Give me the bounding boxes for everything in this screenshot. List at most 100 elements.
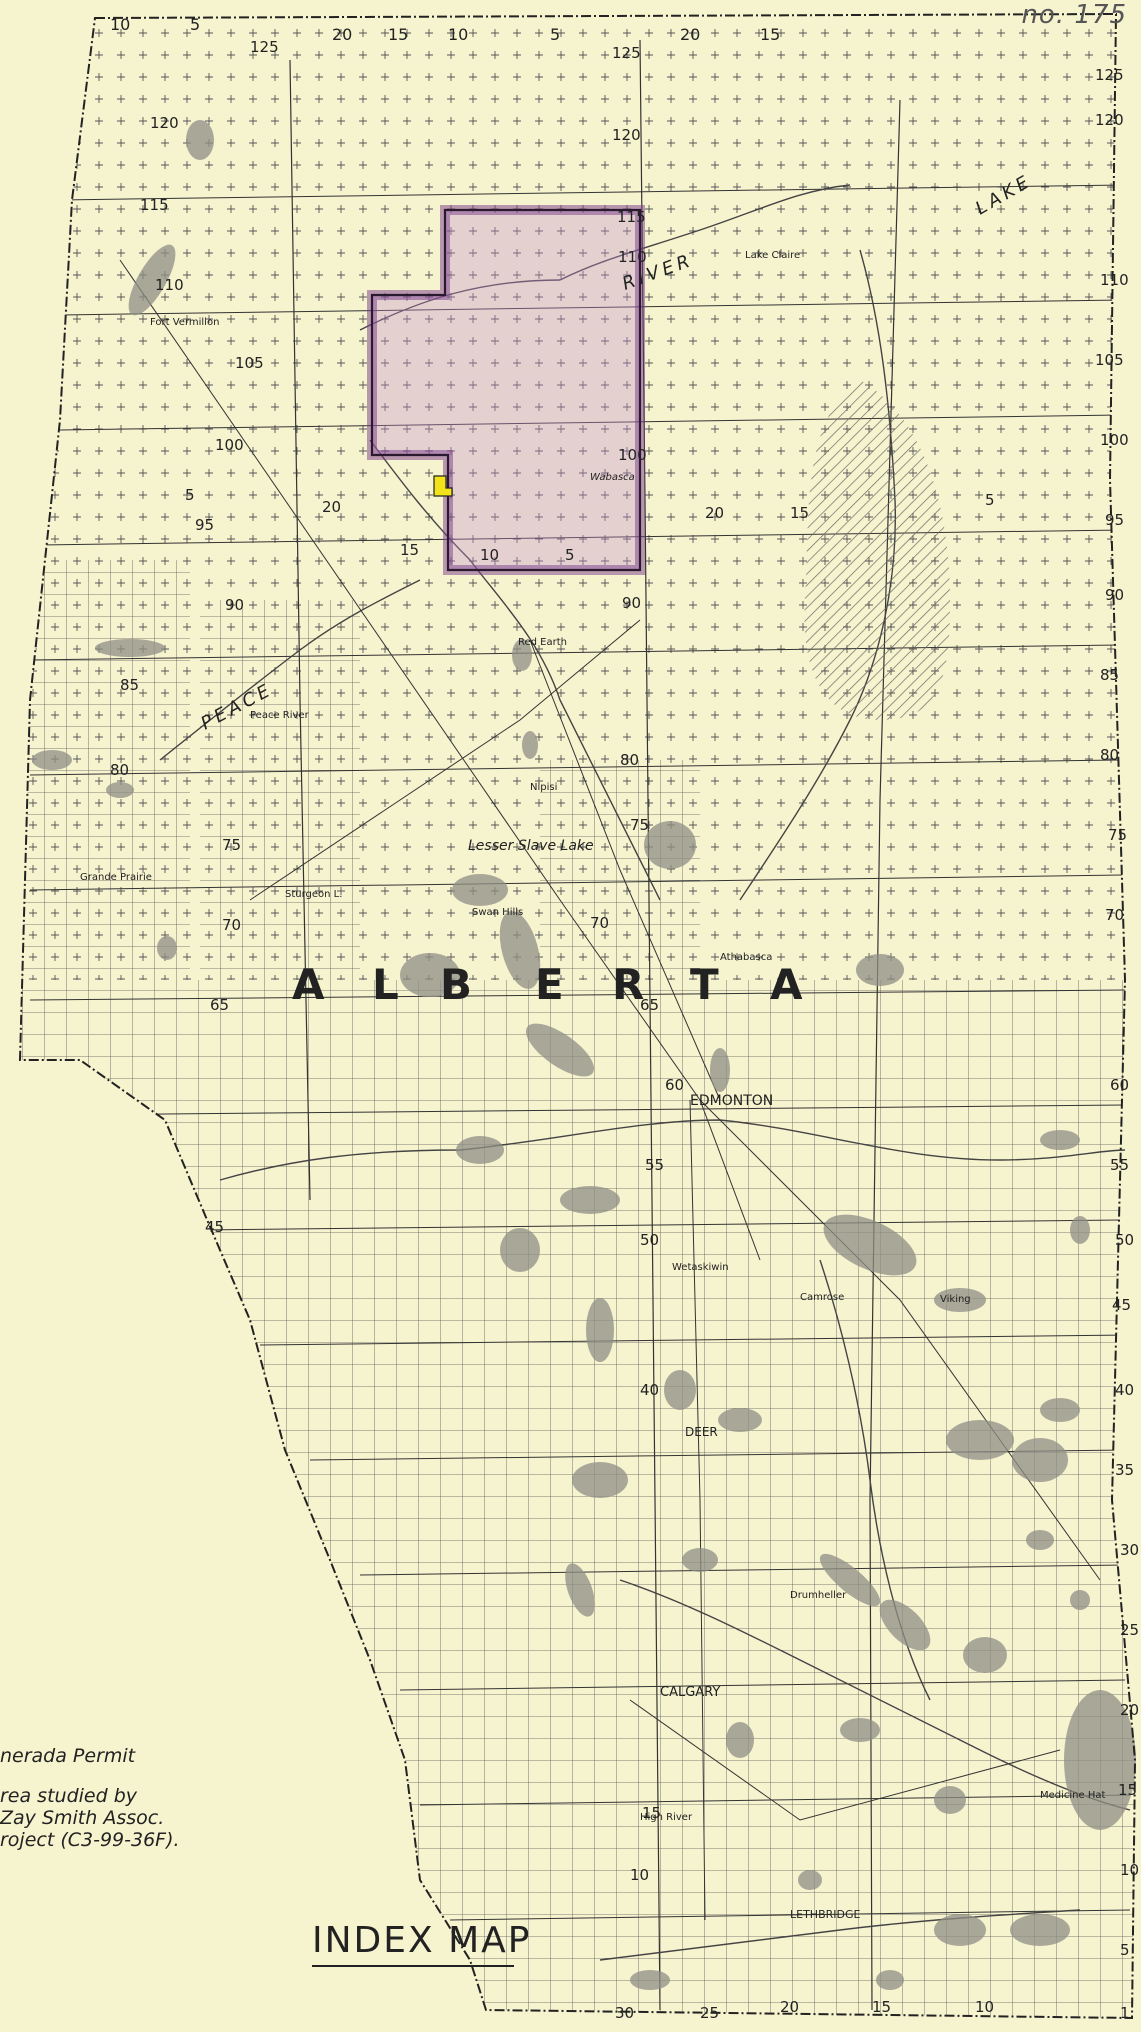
province-letter: R xyxy=(612,960,645,1009)
township-label: 65 xyxy=(640,996,659,1014)
township-label: 120 xyxy=(150,114,179,132)
township-label: 105 xyxy=(235,354,264,372)
province-letter: L xyxy=(372,960,399,1009)
swan-hills-label: Swan Hills xyxy=(472,907,523,918)
bottom-range-label: 15 xyxy=(872,1998,891,2016)
top-range-label: 125 xyxy=(612,44,641,62)
township-label: 15 xyxy=(1118,1781,1137,1799)
rail-nipisi xyxy=(529,639,721,1101)
medicine-hat-label: Medicine Hat xyxy=(1040,1790,1105,1801)
legend-permit: nerada Permit xyxy=(0,1745,136,1767)
township-label: 40 xyxy=(1115,1381,1134,1399)
township-label: 115 xyxy=(140,196,169,214)
top-range-label: 5 xyxy=(550,25,560,44)
drumheller-label: Drumheller xyxy=(790,1590,847,1601)
map-labels: 10 5 125 20 15 10 5 125 20 15 125 120 12… xyxy=(80,15,1139,2022)
nipisi-label: Nipisi xyxy=(530,782,557,793)
rail-northwest xyxy=(119,259,761,1261)
township-label: 85 xyxy=(120,676,139,694)
township-label: 45 xyxy=(205,1218,224,1236)
township-label: 75 xyxy=(222,836,241,854)
township-label: 105 xyxy=(1095,351,1124,369)
legend-study-line2: Zay Smith Assoc. xyxy=(0,1807,165,1829)
red-earth-label: Red Earth xyxy=(518,637,567,648)
range-label: 20 xyxy=(322,498,341,516)
top-range-label: 20 xyxy=(332,25,352,44)
province-border xyxy=(18,12,1137,2020)
grid-patch-peace xyxy=(20,560,190,980)
township-label: 10 xyxy=(630,1866,649,1884)
athabasca-label: Athabasca xyxy=(720,952,772,963)
township-label: 100 xyxy=(1100,431,1129,449)
rail-calgary-medhat xyxy=(629,1699,1061,1821)
fort-vermilion-label: Fort Vermilion xyxy=(150,317,219,328)
legend-study-line1: rea studied by xyxy=(0,1785,138,1807)
province-letter: A xyxy=(770,960,803,1009)
top-range-label: 15 xyxy=(760,25,780,44)
township-label: 80 xyxy=(110,761,129,779)
township-label: 95 xyxy=(1105,511,1124,529)
township-label: 110 xyxy=(155,276,184,294)
lesser-slave-lake-label: Lesser Slave Lake xyxy=(468,838,594,854)
calgary-label: CALGARY xyxy=(660,1685,720,1700)
township-label: 100 xyxy=(215,436,244,454)
edmonton-label: EDMONTON xyxy=(690,1093,773,1109)
bottom-range-label: 1 xyxy=(1120,2004,1130,2022)
deer-label: DEER xyxy=(685,1425,718,1439)
camrose-label: Camrose xyxy=(800,1292,844,1303)
province-letter: B xyxy=(440,960,473,1009)
township-label: 55 xyxy=(645,1156,664,1174)
legend-study-line3: roject (C3-99-36F). xyxy=(0,1829,180,1851)
range-label: 20 xyxy=(705,504,724,522)
peace-river-west xyxy=(359,279,561,331)
smoky-river xyxy=(159,579,421,761)
wetaskiwin-label: Wetaskiwin xyxy=(672,1262,729,1273)
top-range-label: 5 xyxy=(190,15,200,34)
wabasca-river xyxy=(369,439,661,901)
province-letter: A xyxy=(292,960,325,1009)
province-letter: T xyxy=(690,960,719,1009)
top-range-label: 15 xyxy=(388,25,408,44)
township-label: 50 xyxy=(1115,1231,1134,1249)
north-saskatchewan-river xyxy=(219,1119,1126,1181)
grid-patch-grande xyxy=(200,600,360,980)
township-label: 80 xyxy=(620,751,639,769)
township-label: 55 xyxy=(1110,1156,1129,1174)
township-label: 70 xyxy=(1105,906,1124,924)
lake-claire-label: Lake Claire xyxy=(745,250,800,261)
township-label: 45 xyxy=(1112,1296,1131,1314)
township-label: 80 xyxy=(1100,746,1119,764)
township-label: 25 xyxy=(1120,1621,1139,1639)
township-label: 110 xyxy=(618,248,647,266)
permit-area-outline xyxy=(370,208,642,572)
township-label: 65 xyxy=(210,996,229,1014)
township-label: 85 xyxy=(1100,666,1119,684)
township-label: 20 xyxy=(1120,1701,1139,1719)
province-letter: E xyxy=(535,960,564,1009)
township-label: 110 xyxy=(1100,271,1129,289)
surveyed-grid-zone xyxy=(20,980,1135,2018)
wabasca-label: Wabasca xyxy=(590,472,635,483)
township-label: 120 xyxy=(612,126,641,144)
township-label: 70 xyxy=(590,914,609,932)
township-label: 50 xyxy=(640,1231,659,1249)
township-label: 60 xyxy=(1110,1076,1129,1094)
map-title: INDEX MAP xyxy=(312,1920,532,1961)
viking-label: Viking xyxy=(940,1294,971,1305)
township-label: 30 xyxy=(1120,1541,1139,1559)
township-label: 90 xyxy=(225,596,244,614)
railways xyxy=(119,259,1101,1921)
peace-river-town-label: Peace River xyxy=(250,710,310,721)
township-label: 90 xyxy=(622,594,641,612)
peace-river-north xyxy=(559,184,851,281)
bottom-range-label: 30 xyxy=(615,2004,634,2022)
high-river-label: High River xyxy=(640,1812,693,1823)
top-range-label: 10 xyxy=(448,25,468,44)
rail-edmonton-calgary xyxy=(689,1099,706,1921)
township-label: 60 xyxy=(665,1076,684,1094)
township-label: 35 xyxy=(1115,1461,1134,1479)
range-label: 15 xyxy=(790,504,809,522)
sturgeon-lake-label: Sturgeon L. xyxy=(285,889,342,900)
township-label: 100 xyxy=(618,446,647,464)
